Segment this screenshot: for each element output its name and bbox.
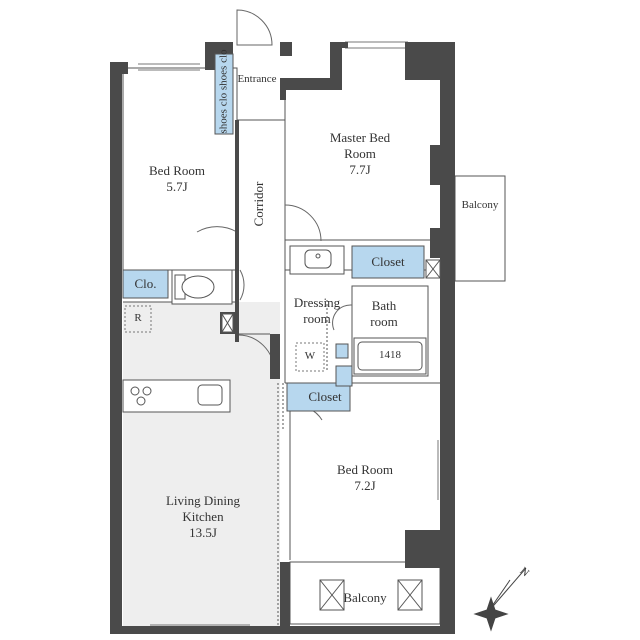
clo-left-label: Clo. — [134, 276, 157, 291]
bathtub-icon — [353, 337, 427, 375]
dressing-room-label: Dressing room — [293, 295, 341, 326]
bath-room-label: Bath room — [370, 298, 398, 329]
clo-left-box — [122, 269, 169, 299]
entrance-label: Entrance — [237, 73, 277, 85]
bed-right-label: Bed Room 7.2J — [337, 462, 393, 493]
bath-size-label: 1418 — [379, 349, 401, 361]
toilet-icon — [171, 269, 233, 305]
compass-icon — [473, 567, 527, 632]
balcony-bottom-label: Balcony — [343, 590, 387, 605]
ldk-floor — [123, 302, 280, 626]
washer-label: W — [304, 350, 316, 362]
balcony-right-label: Balcony — [461, 199, 499, 211]
bed-left-label: Bed Room 5.7J — [149, 163, 205, 194]
closet-middle-ext — [335, 365, 353, 387]
closet-master-box — [351, 245, 425, 279]
ldk-label: Living Dining Kitchen 13.5J — [165, 493, 241, 540]
corridor-label: Corridor — [251, 181, 266, 227]
shoes-closet — [214, 53, 234, 135]
kitchen-counter — [122, 379, 231, 413]
bath-step — [335, 343, 349, 359]
master-bed-label: Master Bed Room 7.7J — [329, 130, 391, 177]
refrigerator-label: R — [134, 312, 142, 324]
closet-master-label: Closet — [371, 254, 405, 269]
washbasin-icon — [289, 245, 345, 275]
washer-space — [295, 342, 325, 372]
walls — [110, 42, 455, 634]
closet-middle-label: Closet — [308, 389, 342, 404]
refrigerator-space — [124, 305, 152, 333]
pipe-shafts — [221, 259, 441, 611]
shoes-closet-label: shoes clo shoes clo — [217, 49, 230, 134]
closet-middle-box — [286, 382, 351, 412]
